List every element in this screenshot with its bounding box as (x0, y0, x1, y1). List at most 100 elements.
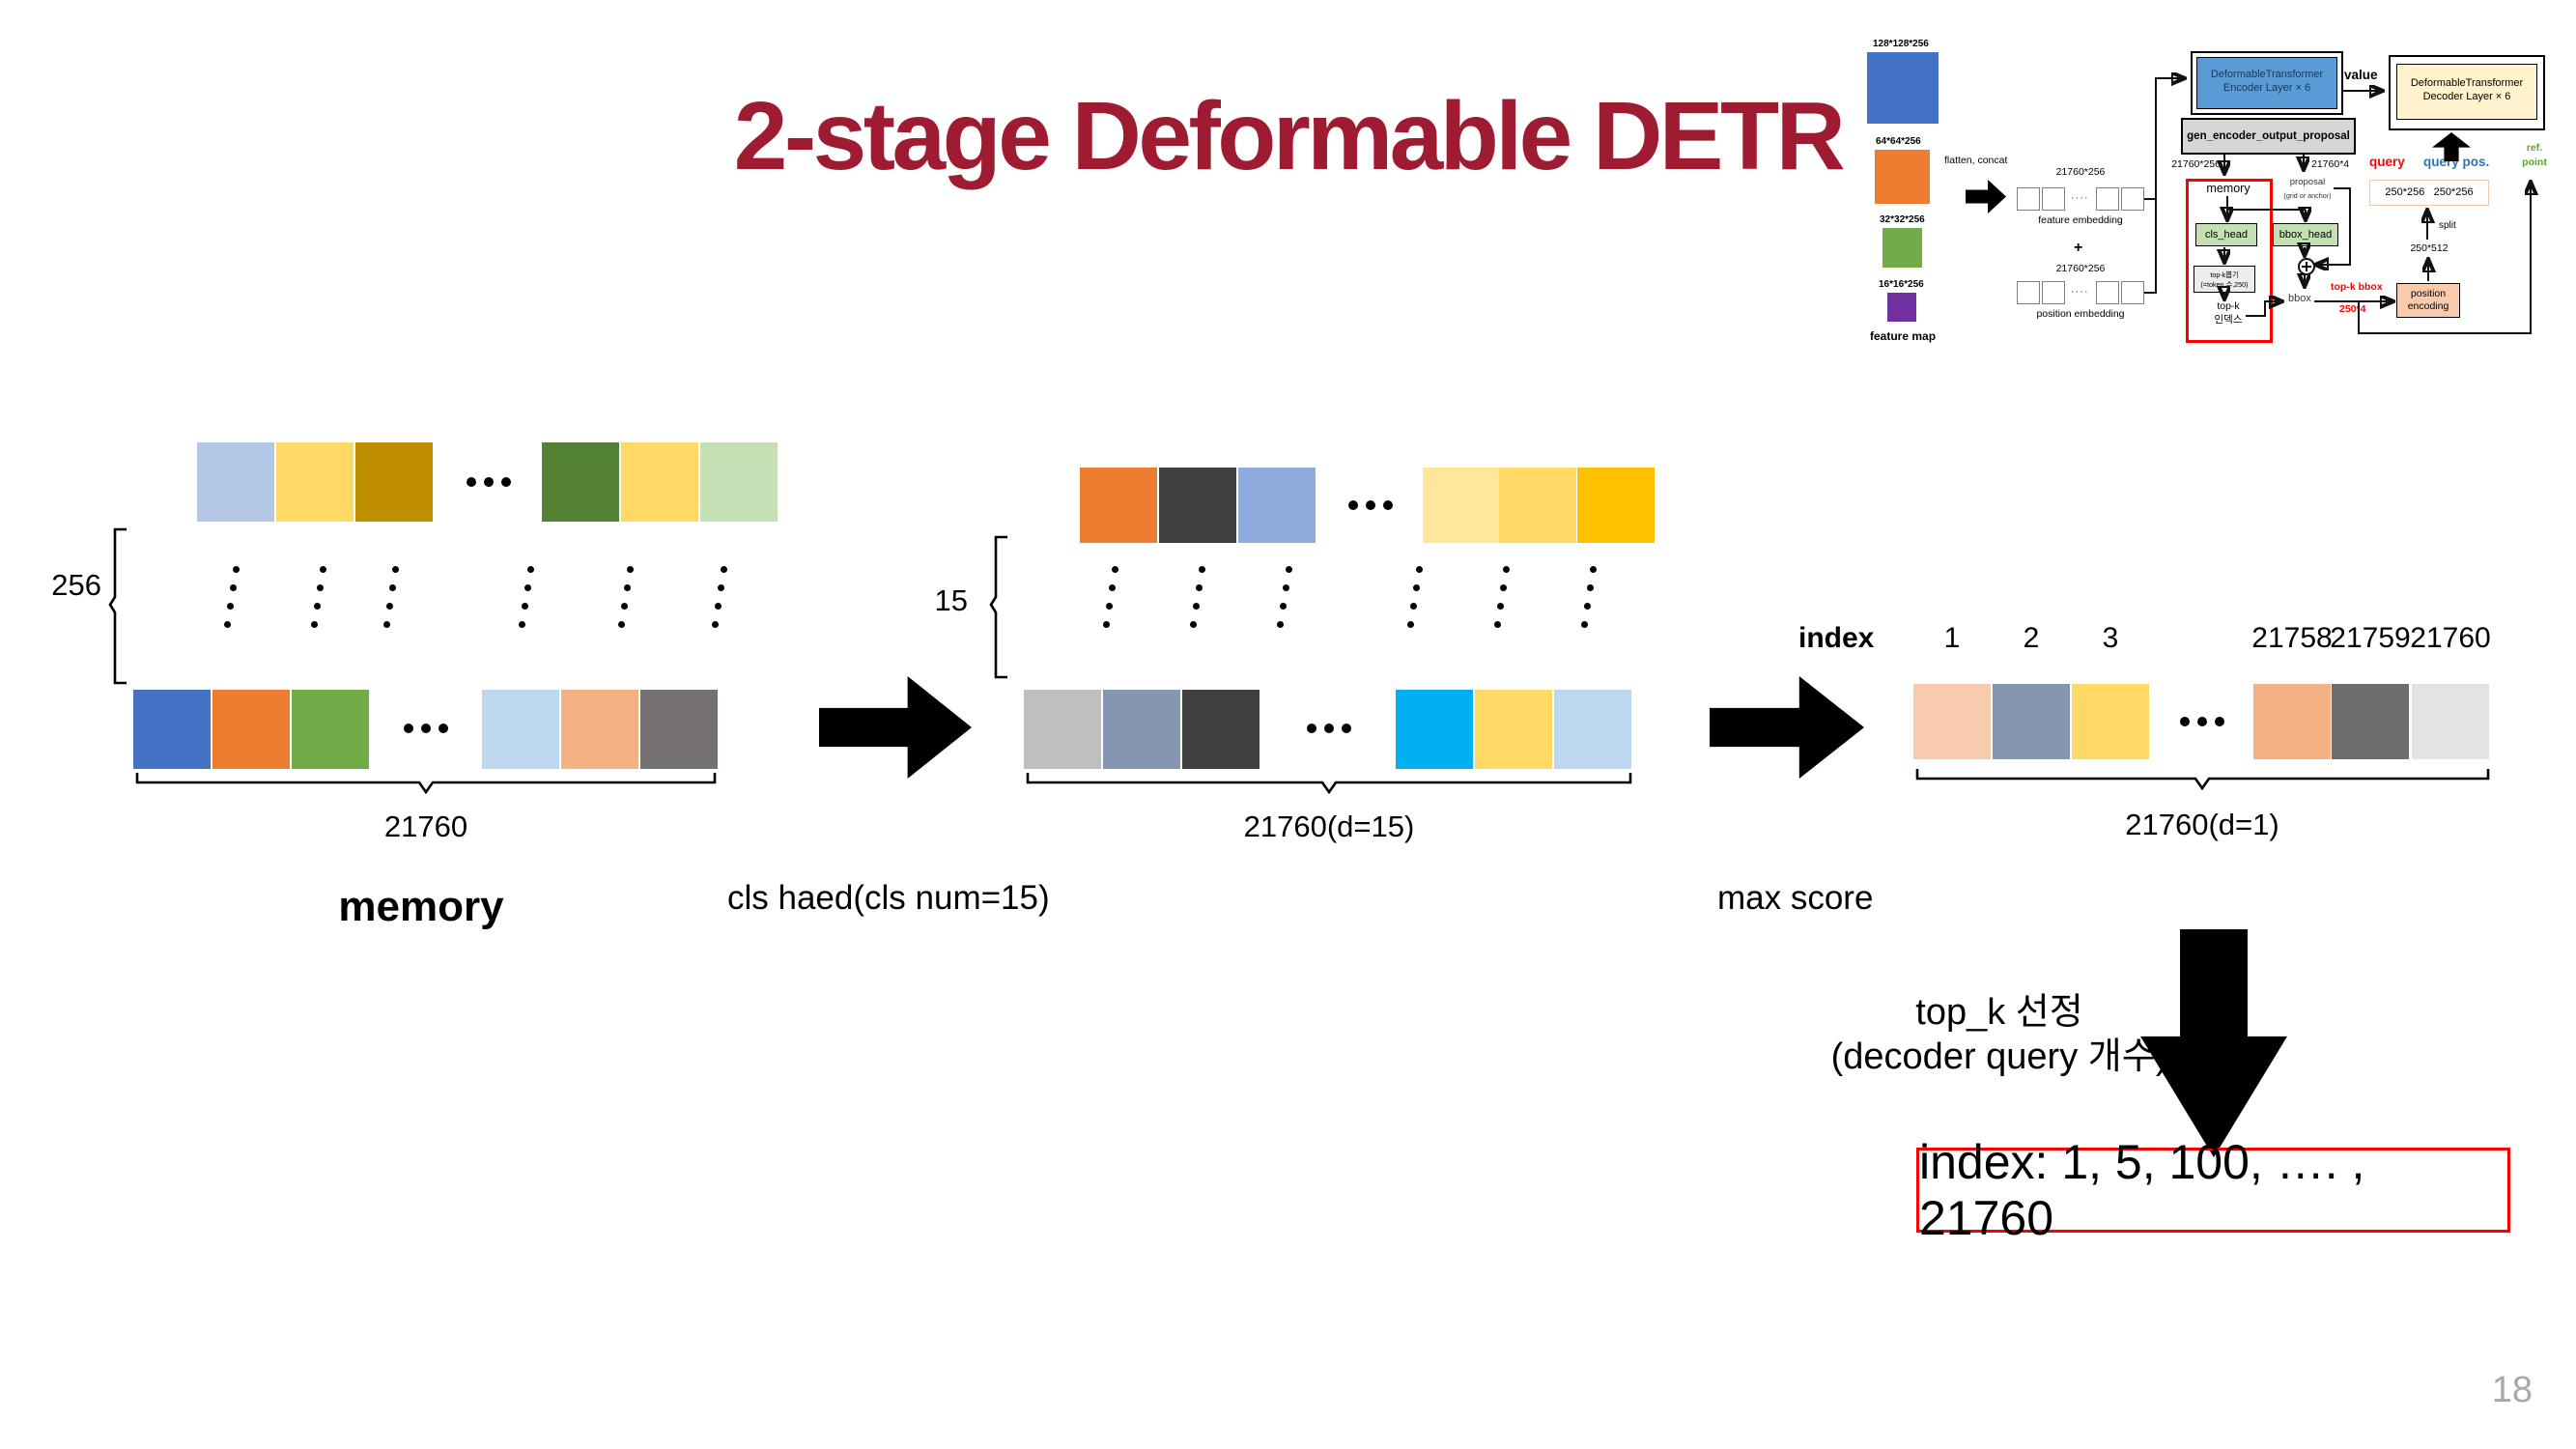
feature-map-square (1887, 293, 1916, 322)
topk-pick-line1: top-k뽑기 (2210, 270, 2239, 279)
memory-dim-label: 21760*256 (2171, 158, 2221, 170)
embedding-cell (2121, 281, 2144, 304)
query-label: query (2369, 155, 2405, 169)
embedding-ellipsis: ···· (2071, 192, 2089, 204)
column-ellipsis (1581, 566, 1597, 630)
row-dim-label: 256 (51, 568, 101, 602)
matrix-cell (561, 690, 638, 769)
matrix-cell (621, 442, 698, 522)
position-encoding-box: position encoding (2396, 283, 2460, 318)
matrix-cell (1159, 468, 1236, 543)
topk-index-label: top-k 인덱스 (2204, 299, 2252, 327)
row-ellipsis (2180, 717, 2224, 726)
matrix-cell (542, 442, 619, 522)
flatten-concat-label: flatten, concat (1944, 155, 2008, 166)
col-dim-label: 21760 (383, 810, 468, 843)
matrix-cell (2253, 684, 2331, 759)
matrix-cell (2072, 684, 2149, 759)
position-encoding-line1: position (2410, 288, 2447, 299)
embedding-cell (2042, 281, 2065, 304)
encoder-line2: Encoder Layer × 6 (2222, 82, 2311, 94)
flow-arrow-down (2140, 929, 2287, 1157)
page-title: 2-stage Deformable DETR (733, 82, 1846, 190)
col-brace (1026, 773, 1632, 795)
feature-map-caption: feature map (1870, 329, 1937, 343)
matrix-cell (1423, 468, 1500, 543)
topk-index-line1: top-k (2217, 300, 2240, 312)
column-ellipsis (224, 566, 240, 630)
feature-map-square (1875, 150, 1930, 204)
feature-map-dim-label: 32*32*256 (1880, 214, 1925, 225)
matrix-cell (1993, 684, 2070, 759)
flow-arrow-right-1 (819, 676, 972, 779)
ref-line2: point (2522, 156, 2547, 168)
index-value: 21760 (2410, 622, 2491, 654)
encoder-line1: DeformableTransformer (2210, 69, 2324, 80)
plus-circle-icon (2298, 258, 2315, 275)
matrix-cell (1238, 468, 1316, 543)
matrix-cell (276, 442, 354, 522)
decoder-box: DeformableTransformer Decoder Layer × 6 (2396, 64, 2537, 120)
flow-arrow-right-2 (1710, 676, 1864, 779)
matrix-cell (2412, 684, 2489, 759)
embedding-cell (2042, 187, 2065, 211)
step-label-max-score: max score (1717, 879, 1874, 917)
index-value: 1 (1943, 622, 1961, 654)
bbox-head-box: bbox_head (2273, 223, 2338, 246)
column-ellipsis (1494, 566, 1510, 630)
memory-caption: memory (338, 883, 504, 930)
memory-label: memory (2206, 182, 2250, 195)
matrix-cell (700, 442, 778, 522)
feature-map-square (1882, 228, 1922, 268)
position-embedding-dim: 21760*256 (2055, 263, 2106, 274)
column-ellipsis (1103, 566, 1118, 630)
matrix-cell (2332, 684, 2409, 759)
topk-bbox-label: top-k bbox (2331, 281, 2383, 293)
topk-index-line2: 인덱스 (2214, 314, 2243, 326)
encoder-box: DeformableTransformer Encoder Layer × 6 (2196, 57, 2337, 109)
page-number: 18 (2491, 1370, 2533, 1410)
col-brace (135, 773, 717, 795)
matrix-cell (292, 690, 369, 769)
feature-embedding-dim: 21760*256 (2055, 166, 2106, 178)
flatten-arrow-icon (1966, 180, 2006, 213)
bbox-label: bbox (2288, 293, 2311, 304)
matrix-cell (1475, 690, 1552, 769)
column-ellipsis (618, 566, 634, 630)
row-ellipsis (1307, 724, 1351, 733)
matrix-cell (1024, 690, 1101, 769)
index-value: 3 (2102, 622, 2119, 654)
matrix-cell (1499, 468, 1576, 543)
proposal-line1: proposal (2289, 177, 2326, 187)
architecture-overview-diagram: 128*128*256 64*64*256 32*32*256 16*16*25… (1859, 10, 2555, 359)
proposal-label: proposal (grid or anchor) (2273, 176, 2342, 203)
memory-highlight-box (2186, 179, 2273, 343)
feature-map-dim-label: 16*16*256 (1879, 279, 1924, 290)
row-ellipsis (404, 724, 448, 733)
index-value: 21759 (2330, 622, 2411, 654)
row-brace (989, 535, 1007, 679)
embedding-cell (2121, 187, 2144, 211)
col-dim-label: 21760(d=1) (2125, 808, 2279, 841)
gen-encoder-output-proposal-box: gen_encoder_output_proposal (2181, 118, 2356, 155)
feature-embedding-label: feature embedding (2038, 214, 2123, 226)
index-header: index (1798, 622, 1875, 654)
row-ellipsis (1348, 500, 1393, 510)
position-encoding-line2: encoding (2407, 300, 2449, 312)
row-brace (108, 527, 127, 685)
column-ellipsis (1277, 566, 1292, 630)
matrix-cell (1396, 690, 1473, 769)
ref-point-label: ref. point (2512, 141, 2557, 170)
index-value: 21758 (2251, 622, 2333, 654)
proposal-line2: (grid or anchor) (2283, 191, 2332, 200)
query-pos-label: query pos. (2423, 155, 2490, 169)
matrix-cell (640, 690, 718, 769)
column-ellipsis (1190, 566, 1205, 630)
embedding-cell (2096, 187, 2119, 211)
matrix-cell (1080, 468, 1157, 543)
split-label: split (2439, 220, 2456, 231)
result-index-text: index: 1, 5, 100, …. , 21760 (1919, 1135, 2365, 1245)
index-value: 2 (2023, 622, 2040, 654)
matrix-cell (1554, 690, 1631, 769)
